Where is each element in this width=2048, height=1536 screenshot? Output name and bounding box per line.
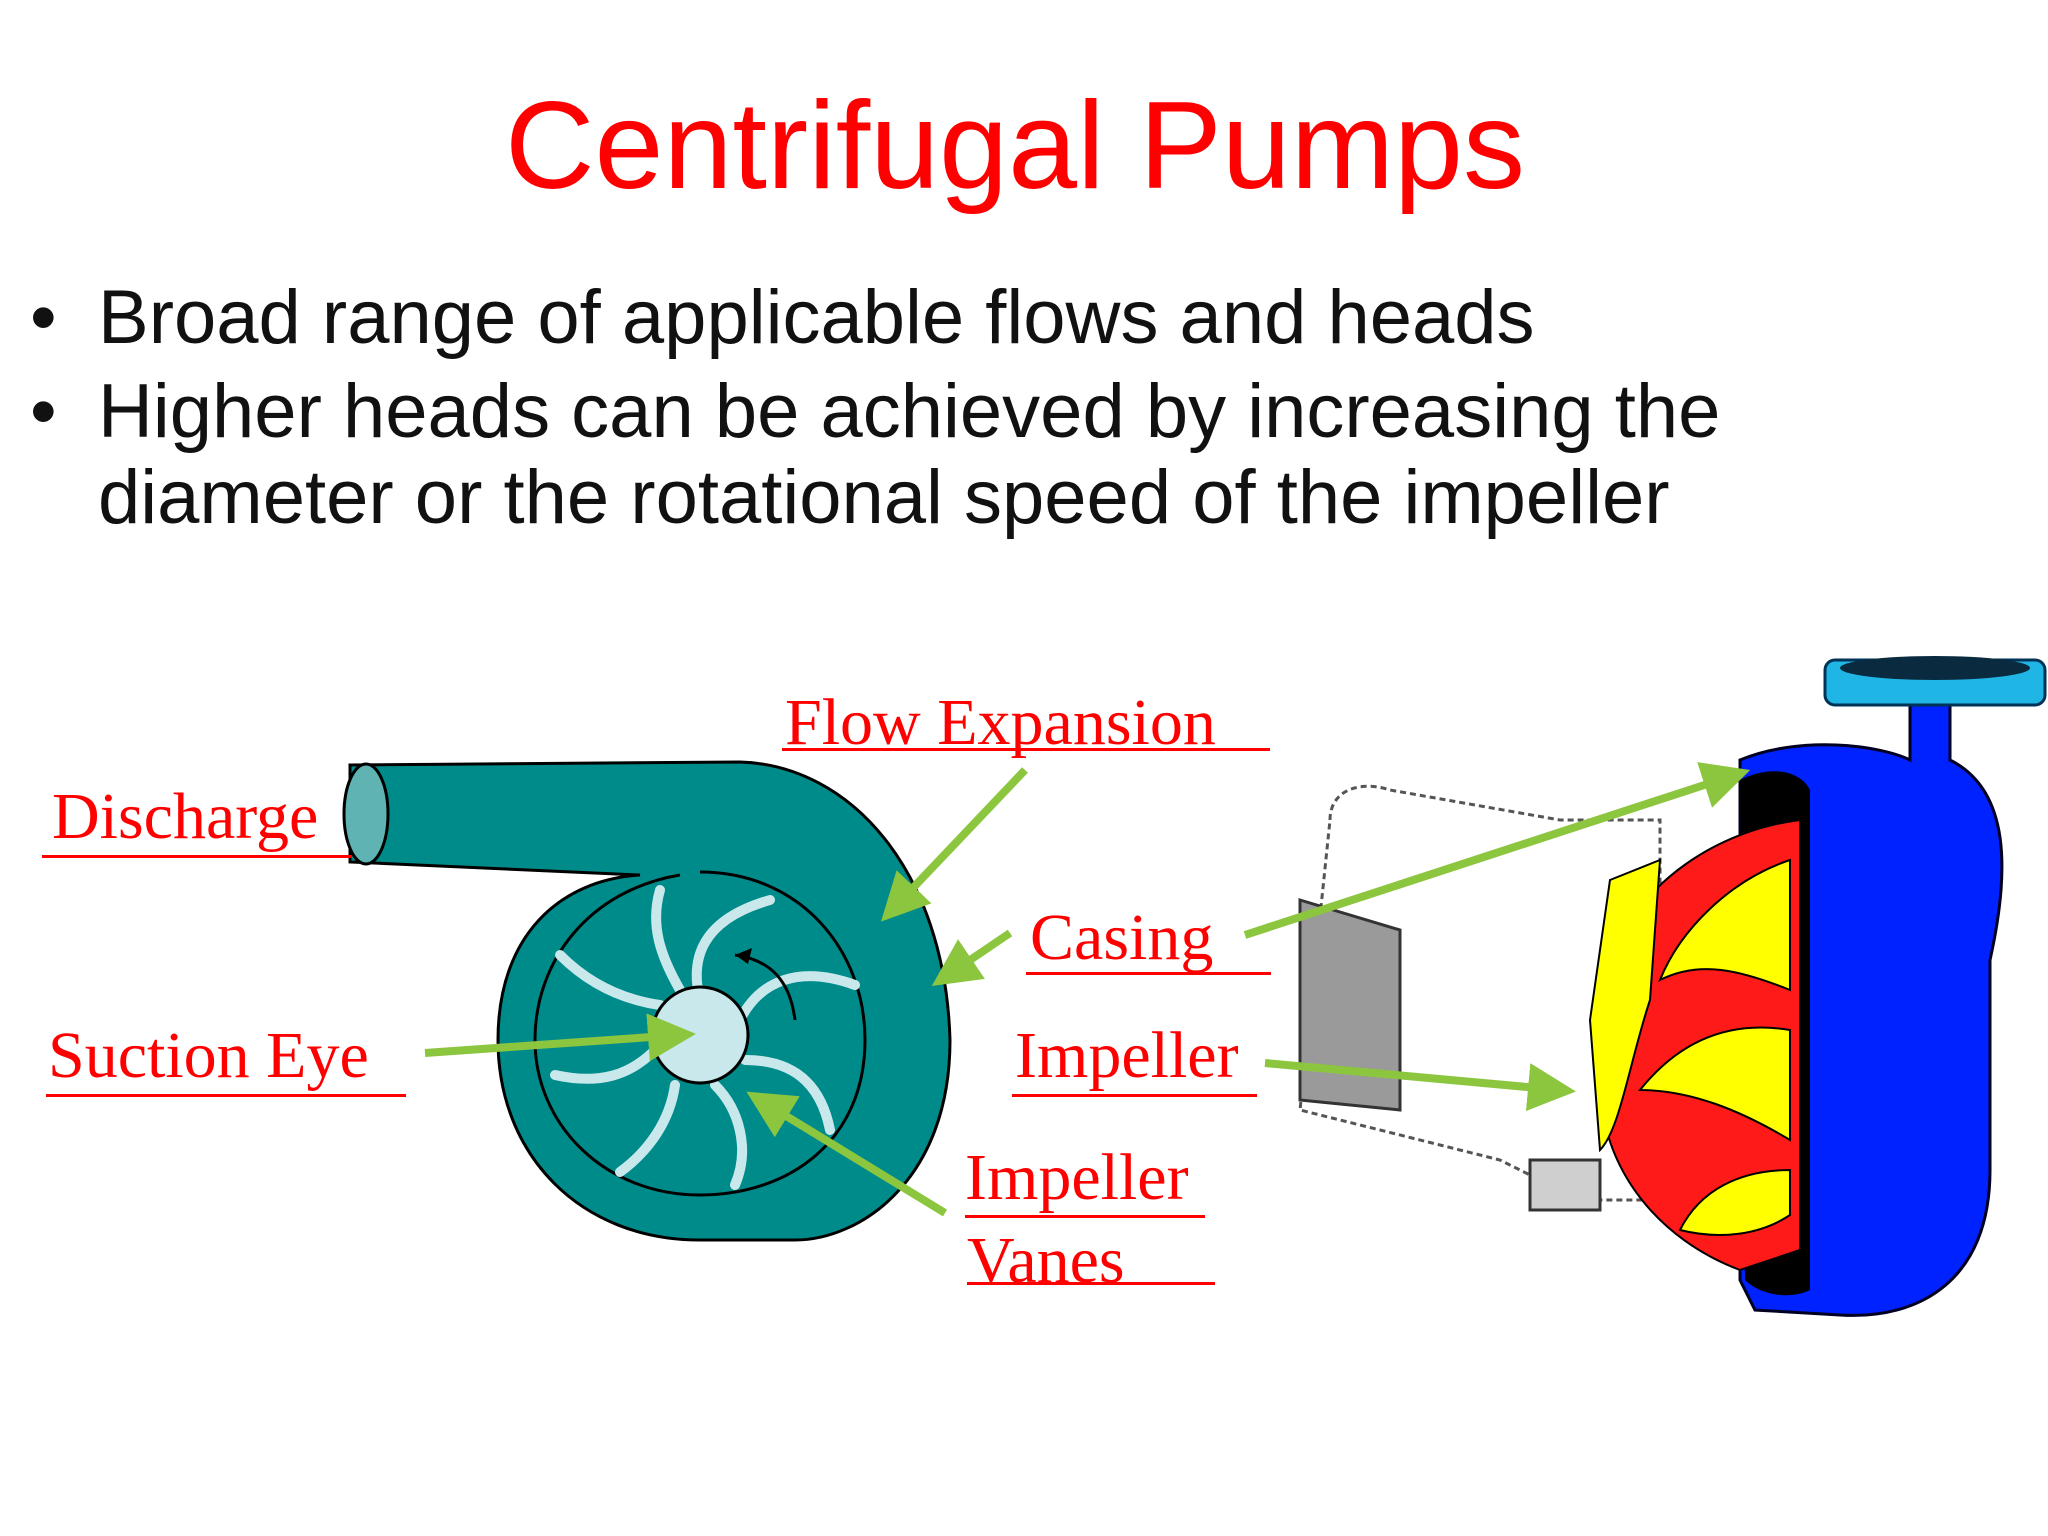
- bullet-text: Broad range of applicable flows and head…: [98, 275, 1535, 360]
- bullet-list: • Broad range of applicable flows and he…: [20, 275, 2000, 549]
- bullet-icon: •: [30, 368, 57, 454]
- bullet-icon: •: [30, 275, 57, 360]
- leader-arrows: [424, 762, 1751, 1217]
- underline: [782, 748, 1270, 751]
- underline: [1026, 972, 1271, 975]
- impeller-yellow: [1637, 858, 1791, 1236]
- underline: [46, 1094, 406, 1097]
- arrow-impeller-vanes: [746, 1091, 948, 1217]
- bullet-item: • Broad range of applicable flows and he…: [20, 275, 2000, 361]
- underline: [1012, 1094, 1257, 1097]
- arrow-flow-expansion: [880, 767, 1028, 922]
- underline: [965, 1215, 1205, 1218]
- label-discharge: Discharge: [52, 780, 319, 853]
- arrow-casing-left: [931, 929, 1013, 986]
- label-impeller: Impeller: [1015, 1019, 1239, 1092]
- bullet-item: • Higher heads can be achieved by increa…: [20, 369, 2000, 541]
- label-impeller-vanes-line1: Impeller: [965, 1141, 1189, 1214]
- pump-schematic: [342, 760, 952, 1242]
- bracket-support: [1298, 897, 1402, 1112]
- volute-inner-line: [533, 870, 867, 1197]
- bullet-text: Higher heads can be achieved by increasi…: [98, 368, 1721, 540]
- underline: [967, 1282, 1215, 1285]
- label-flow-expansion: Flow Expansion: [785, 686, 1216, 759]
- arrow-suction-eye: [424, 1013, 696, 1062]
- arrow-impeller: [1264, 1059, 1576, 1111]
- underline: [42, 855, 352, 858]
- discharge-opening: [342, 762, 390, 866]
- label-suction-eye: Suction Eye: [48, 1019, 369, 1092]
- pump-cutaway: [1298, 656, 2047, 1317]
- label-casing: Casing: [1030, 901, 1214, 974]
- arrow-casing-right: [1243, 762, 1751, 939]
- slide-title: Centrifugal Pumps: [504, 77, 1526, 215]
